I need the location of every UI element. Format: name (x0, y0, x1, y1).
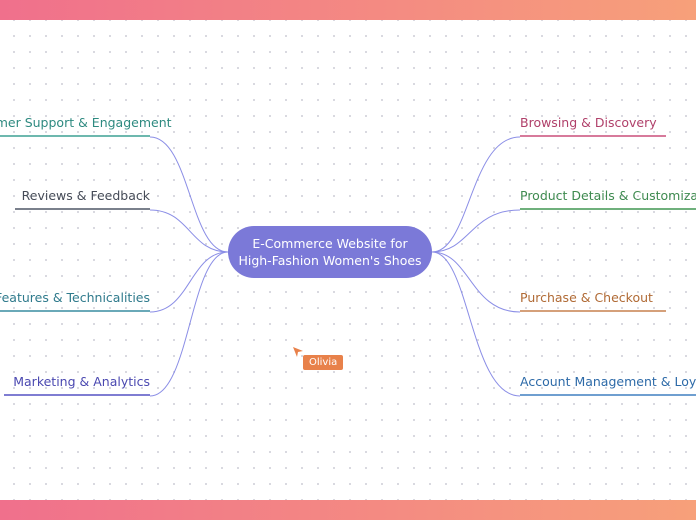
bottom-gradient-bar (0, 500, 696, 520)
central-topic-line-1: E-Commerce Website for (252, 236, 408, 251)
branch-label: Marketing & Analytics (13, 374, 150, 389)
branch-label: Browsing & Discovery (520, 115, 657, 130)
connector-right-1 (431, 209, 521, 253)
connector-right-2 (431, 251, 521, 313)
central-topic[interactable]: E-Commerce Website for High-Fashion Wome… (228, 226, 432, 278)
branch-label: Product Details & Customization (520, 188, 696, 203)
connector-right-3 (431, 251, 521, 397)
branch-customer-support[interactable]: Customer Support & Engagement (0, 115, 172, 137)
connector-left-1 (149, 209, 229, 253)
branch-purchase-checkout[interactable]: Purchase & Checkout (520, 290, 666, 312)
branch-account-management[interactable]: Account Management & Loyalty (520, 374, 696, 396)
mindmap-canvas[interactable]: E-Commerce Website for High-Fashion Wome… (0, 20, 696, 500)
connector-left-3 (149, 251, 229, 397)
top-gradient-bar (0, 0, 696, 20)
connector-left-2 (149, 251, 229, 313)
branch-label: Customer Support & Engagement (0, 115, 172, 130)
branch-marketing-analytics[interactable]: Marketing & Analytics (4, 374, 150, 396)
collaborator-cursor-icon (293, 347, 303, 357)
central-topic-line-2: High-Fashion Women's Shoes (238, 253, 422, 268)
branch-reviews-feedback[interactable]: Reviews & Feedback (15, 188, 150, 210)
branch-product-details[interactable]: Product Details & Customization (520, 188, 696, 210)
connector-right-0 (431, 136, 521, 253)
branch-mobile-features[interactable]: Mobile Features & Technicalities (0, 290, 150, 312)
connector-left-0 (149, 136, 229, 253)
branch-browsing-discovery[interactable]: Browsing & Discovery (520, 115, 666, 137)
branch-label: Account Management & Loyalty (520, 374, 696, 389)
collaborator-name-badge: Olivia (303, 355, 344, 370)
branch-label: Purchase & Checkout (520, 290, 653, 305)
branch-label: Mobile Features & Technicalities (0, 290, 150, 305)
branch-connectors (149, 136, 521, 397)
branch-label: Reviews & Feedback (21, 188, 150, 203)
